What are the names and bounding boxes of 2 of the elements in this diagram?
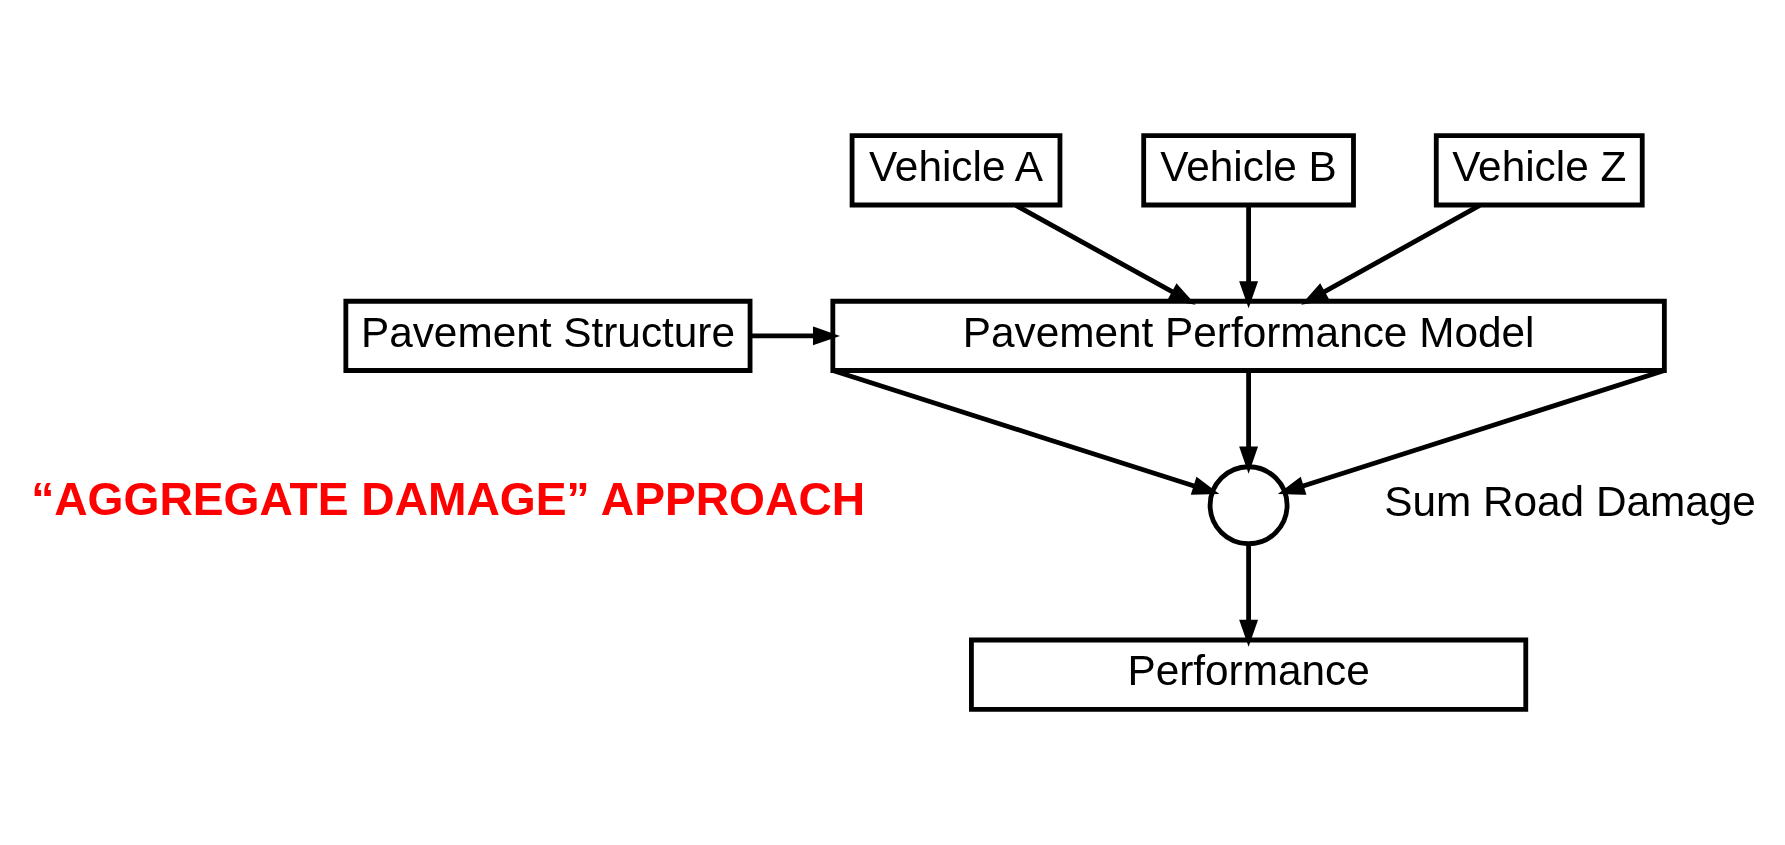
label: “AGGREGATE DAMAGE” APPROACH: [31, 473, 866, 526]
node-label: Sum Road Damage: [1384, 478, 1756, 526]
